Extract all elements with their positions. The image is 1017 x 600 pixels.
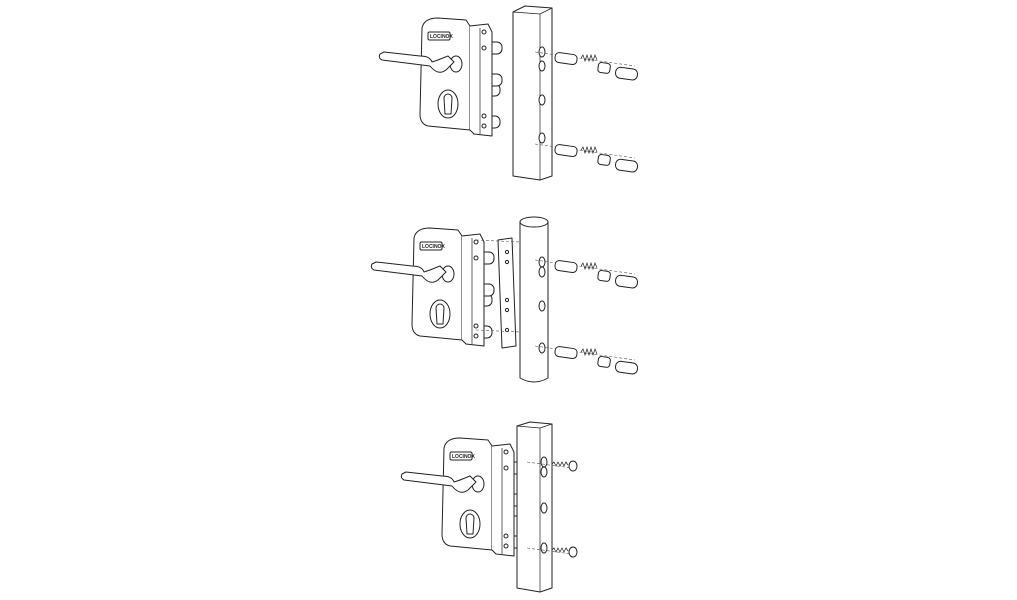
door-handle	[400, 471, 477, 493]
bolt-set	[534, 345, 639, 375]
figure-square-post: LOCINOX	[378, 5, 639, 181]
lock-faceplate	[461, 233, 485, 347]
figure-round-post: LOCINOX	[370, 216, 639, 383]
threaded-bolt	[580, 261, 598, 271]
end-cap	[615, 360, 639, 375]
screw-set	[526, 460, 578, 472]
figure-rectangular-post: LOCINOX	[400, 421, 578, 593]
alignment-line	[534, 259, 636, 275]
plate-hole	[504, 297, 510, 303]
bolt-set	[534, 143, 639, 173]
lock-body: LOCINOX	[378, 17, 503, 137]
screw-icon	[473, 323, 479, 329]
screw-icon	[503, 533, 509, 539]
door-handle	[378, 51, 455, 73]
alignment-line	[475, 329, 521, 333]
lock-body: LOCINOX	[400, 437, 525, 557]
logo: LOCINOX	[422, 244, 445, 250]
screw-set	[526, 546, 578, 558]
screw-icon	[473, 239, 479, 245]
screw-icon	[473, 255, 479, 261]
logo-badge	[419, 241, 443, 251]
end-cap	[615, 158, 639, 173]
nut	[597, 62, 611, 74]
plate-hole	[504, 259, 510, 265]
logo-badge	[427, 31, 451, 41]
post-hole	[540, 542, 548, 554]
alignment-line	[534, 143, 636, 159]
end-cap	[615, 66, 639, 81]
screw-icon	[481, 29, 487, 35]
key-cylinder	[465, 513, 475, 535]
post-hole	[540, 456, 548, 468]
plate-hole	[504, 307, 510, 313]
lock-faceplate	[491, 443, 515, 557]
key-cylinder	[443, 93, 453, 115]
nut	[597, 270, 611, 282]
logo: LOCINOX	[430, 34, 453, 40]
alignment-line	[526, 461, 573, 469]
nut	[597, 154, 611, 166]
screw-icon	[481, 45, 487, 51]
screw-icon	[481, 113, 487, 119]
lock-body: LOCINOX	[370, 227, 495, 347]
screw-icon	[503, 465, 509, 471]
post-hole	[540, 466, 548, 478]
plate-hole	[504, 249, 510, 255]
mounting-plate	[497, 237, 517, 349]
screw-thread	[551, 547, 569, 553]
spacer-sleeve	[554, 144, 578, 158]
threaded-bolt	[580, 145, 598, 155]
post-hole	[538, 132, 546, 144]
square-post	[512, 5, 553, 181]
screw-icon	[503, 449, 509, 455]
post-hole	[538, 342, 546, 354]
spacer-sleeve	[554, 260, 578, 274]
alignment-line	[526, 547, 573, 555]
logo: LOCINOX	[452, 454, 475, 460]
screw-thread	[551, 461, 569, 467]
screw-icon	[481, 123, 487, 129]
logo-badge	[449, 451, 473, 461]
post-hole	[538, 266, 546, 278]
bolt-set	[534, 259, 639, 289]
alignment-line	[534, 345, 636, 361]
screw-icon	[473, 333, 479, 339]
spacer-sleeve	[554, 346, 578, 360]
bolt-set	[534, 51, 639, 81]
nut	[597, 356, 611, 368]
key-cylinder	[435, 303, 445, 325]
screw-head	[568, 546, 578, 558]
threaded-bolt	[580, 53, 598, 63]
post-hole	[538, 256, 546, 268]
spacer-sleeve	[554, 52, 578, 66]
alignment-line	[534, 51, 636, 67]
post-hole	[538, 300, 546, 312]
post-hole	[538, 60, 546, 72]
screw-icon	[503, 543, 509, 549]
post-hole	[538, 46, 546, 58]
post-edges	[516, 423, 553, 592]
screw-head	[568, 460, 578, 472]
threaded-bolt	[580, 347, 598, 357]
end-cap	[615, 274, 639, 289]
post-hole	[540, 502, 548, 514]
alignment-line	[475, 239, 521, 243]
round-post-top	[519, 216, 549, 228]
lock-faceplate	[469, 23, 493, 137]
door-handle	[370, 261, 447, 283]
post-hole	[538, 94, 546, 106]
